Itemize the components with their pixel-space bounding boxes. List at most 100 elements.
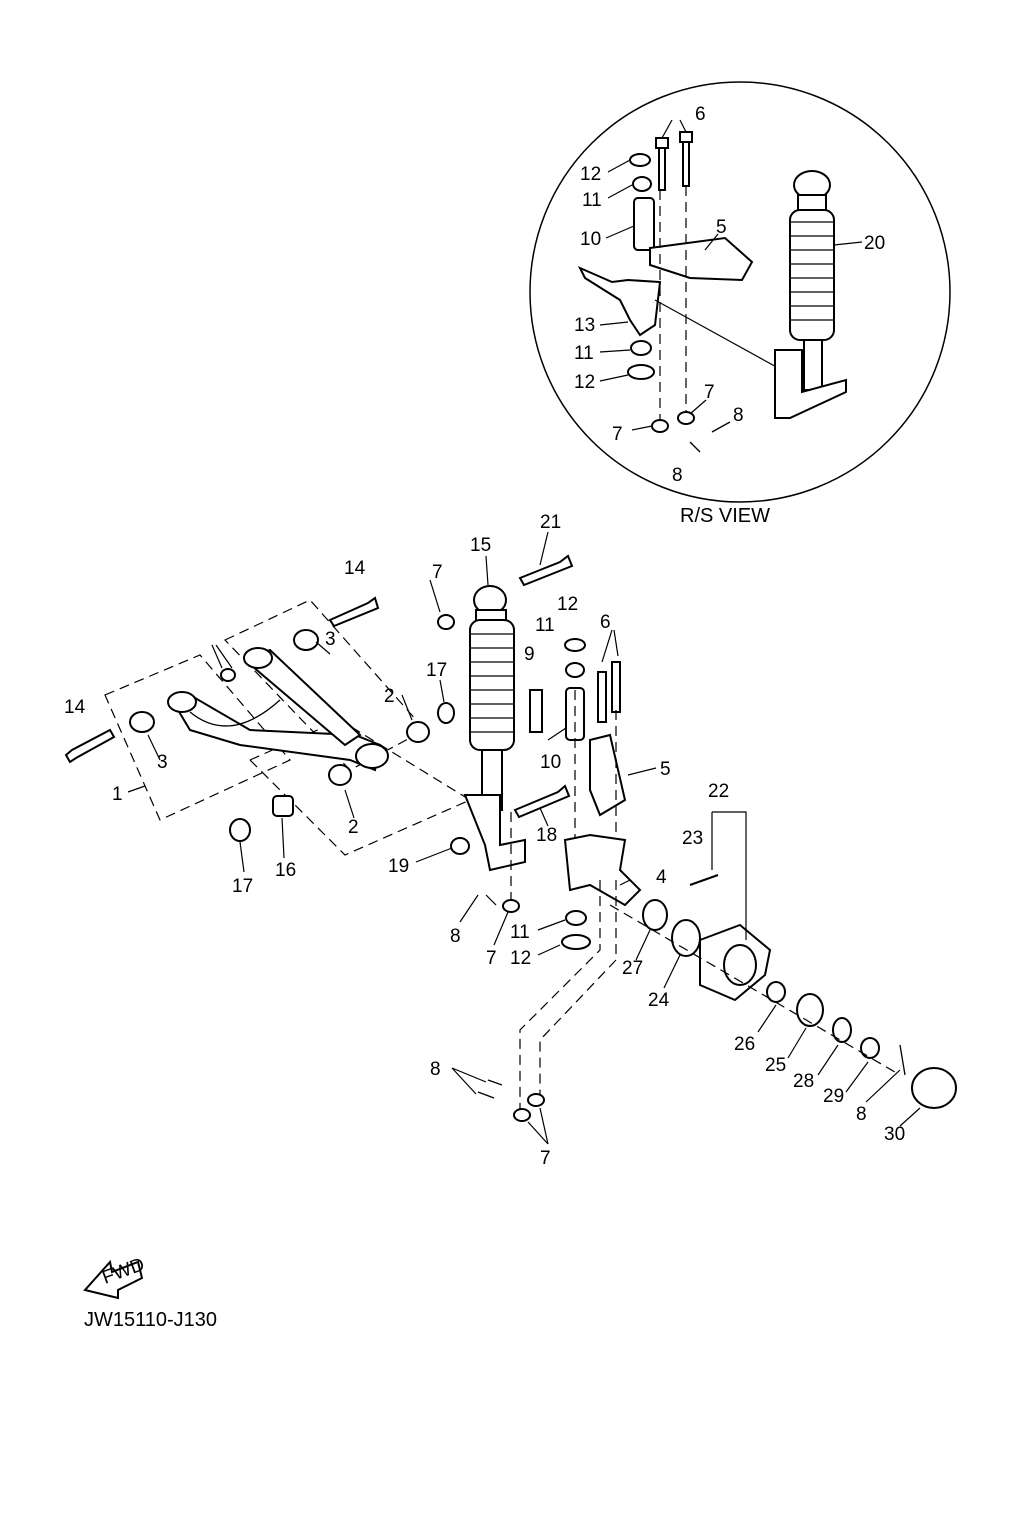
- callout-10-main: 10: [540, 752, 561, 773]
- callout-24: 24: [648, 990, 670, 1011]
- callout-7-low: 7: [486, 948, 497, 969]
- nut-7b-inset: [677, 411, 695, 425]
- bushing-11-inset: [632, 176, 652, 192]
- callout-30: 30: [884, 1124, 905, 1145]
- callout-12-inset: 12: [580, 164, 601, 185]
- bracket-5-inset: [649, 236, 754, 282]
- a-arm-1: [167, 647, 389, 772]
- callout-8-left: 8: [450, 926, 461, 947]
- washer-12-low: [561, 934, 591, 950]
- callout-22: 22: [708, 781, 729, 802]
- callout-26: 26: [734, 1034, 755, 1055]
- callout-15: 15: [470, 535, 491, 556]
- bushing-11-low: [565, 910, 587, 926]
- shock-absorber-20-inset: [774, 170, 847, 419]
- nut-7a-inset: [651, 419, 669, 433]
- bolt-9: [529, 689, 543, 733]
- callout-7-top: 7: [432, 562, 443, 583]
- callout-4: 4: [656, 867, 667, 888]
- washer-17a: [437, 702, 455, 724]
- rs-view-inset: [529, 81, 951, 503]
- callout-8-right: 8: [856, 1104, 867, 1125]
- callout-12-low: 12: [510, 948, 531, 969]
- callout-6-inset: 6: [695, 104, 706, 125]
- bushing-2b: [328, 764, 352, 786]
- collar-10-inset: [633, 197, 655, 251]
- diagram-code: JW15110-J130: [84, 1309, 217, 1331]
- callout-12b-inset: 12: [574, 372, 595, 393]
- callout-17-top: 17: [426, 660, 447, 681]
- callout-28: 28: [793, 1071, 814, 1092]
- washer-28: [832, 1017, 852, 1043]
- bolt-18: [513, 784, 571, 819]
- callout-27: 27: [622, 958, 643, 979]
- callout-14-top: 14: [344, 558, 366, 579]
- bracket-5-main: [589, 733, 627, 817]
- callout-25: 25: [765, 1055, 786, 1076]
- callout-11-inset: 11: [582, 190, 602, 211]
- bolt-21: [518, 554, 574, 587]
- callout-6-main: 6: [600, 612, 611, 633]
- nut-7-low: [502, 899, 520, 913]
- callout-8-bottom: 8: [430, 1059, 441, 1080]
- callout-20-inset: 20: [864, 233, 885, 254]
- shock-absorber-15: [463, 585, 526, 872]
- bolt-23: [689, 874, 719, 886]
- washer-27: [642, 899, 668, 931]
- bushing-2a: [406, 721, 430, 743]
- nut-7-top: [437, 614, 455, 630]
- bushing-11-main: [565, 662, 585, 678]
- inset-caption: R/S VIEW: [680, 505, 770, 527]
- callout-5-inset: 5: [716, 217, 727, 238]
- callout-3-top: 3: [325, 629, 336, 650]
- cap-30: [911, 1067, 957, 1109]
- callout-16: 16: [275, 860, 296, 881]
- collar-16: [272, 795, 294, 817]
- knuckle-13-inset: [577, 265, 662, 337]
- bearing-25: [796, 993, 824, 1027]
- washer-17b: [229, 818, 251, 842]
- bolt-14a: [64, 728, 116, 764]
- bolt-6-inset: [655, 131, 693, 191]
- callout-14-left: 14: [64, 697, 86, 718]
- callout-8b-inset: 8: [672, 465, 683, 486]
- washer-12-main: [564, 638, 586, 652]
- callout-17-bottom: 17: [232, 876, 253, 897]
- callout-7b-inset: 7: [612, 424, 623, 445]
- callout-11b-inset: 11: [574, 343, 594, 364]
- nut-7-arm: [220, 668, 236, 682]
- callout-3-left: 3: [157, 752, 168, 773]
- callout-10-inset: 10: [580, 229, 601, 250]
- callout-18: 18: [536, 825, 557, 846]
- callout-7a-inset: 7: [704, 382, 715, 403]
- bearing-24: [671, 919, 701, 957]
- cotter-pin-8: [899, 1044, 906, 1076]
- callout-8a-inset: 8: [733, 405, 744, 426]
- nut-7-bottom-a: [513, 1108, 531, 1122]
- bolt-6a: [597, 671, 607, 723]
- nut-7-bottom-b: [527, 1093, 545, 1107]
- callout-9: 9: [524, 644, 535, 665]
- knuckle-4: [563, 833, 642, 907]
- callout-11-low: 11: [510, 922, 530, 943]
- callout-2-bottom: 2: [348, 817, 359, 838]
- bolt-14b: [328, 596, 380, 628]
- bushing-3b: [293, 629, 319, 651]
- callout-2-top: 2: [384, 686, 395, 707]
- callout-21: 21: [540, 512, 561, 533]
- callout-23: 23: [682, 828, 703, 849]
- bushing-3a: [129, 711, 155, 733]
- callout-7-bottom: 7: [540, 1148, 551, 1169]
- nut-19: [450, 837, 470, 855]
- washer-12-inset: [629, 153, 651, 167]
- washer-12b-inset: [627, 364, 655, 380]
- callout-19: 19: [388, 856, 409, 877]
- callout-5-main: 5: [660, 759, 671, 780]
- fwd-arrow-icon: FWD: [83, 1254, 147, 1300]
- bushing-11b-inset: [630, 340, 652, 356]
- callout-29: 29: [823, 1086, 844, 1107]
- callout-11-main: 11: [535, 615, 555, 636]
- callout-12-main: 12: [557, 594, 578, 615]
- bolt-6b: [611, 661, 621, 713]
